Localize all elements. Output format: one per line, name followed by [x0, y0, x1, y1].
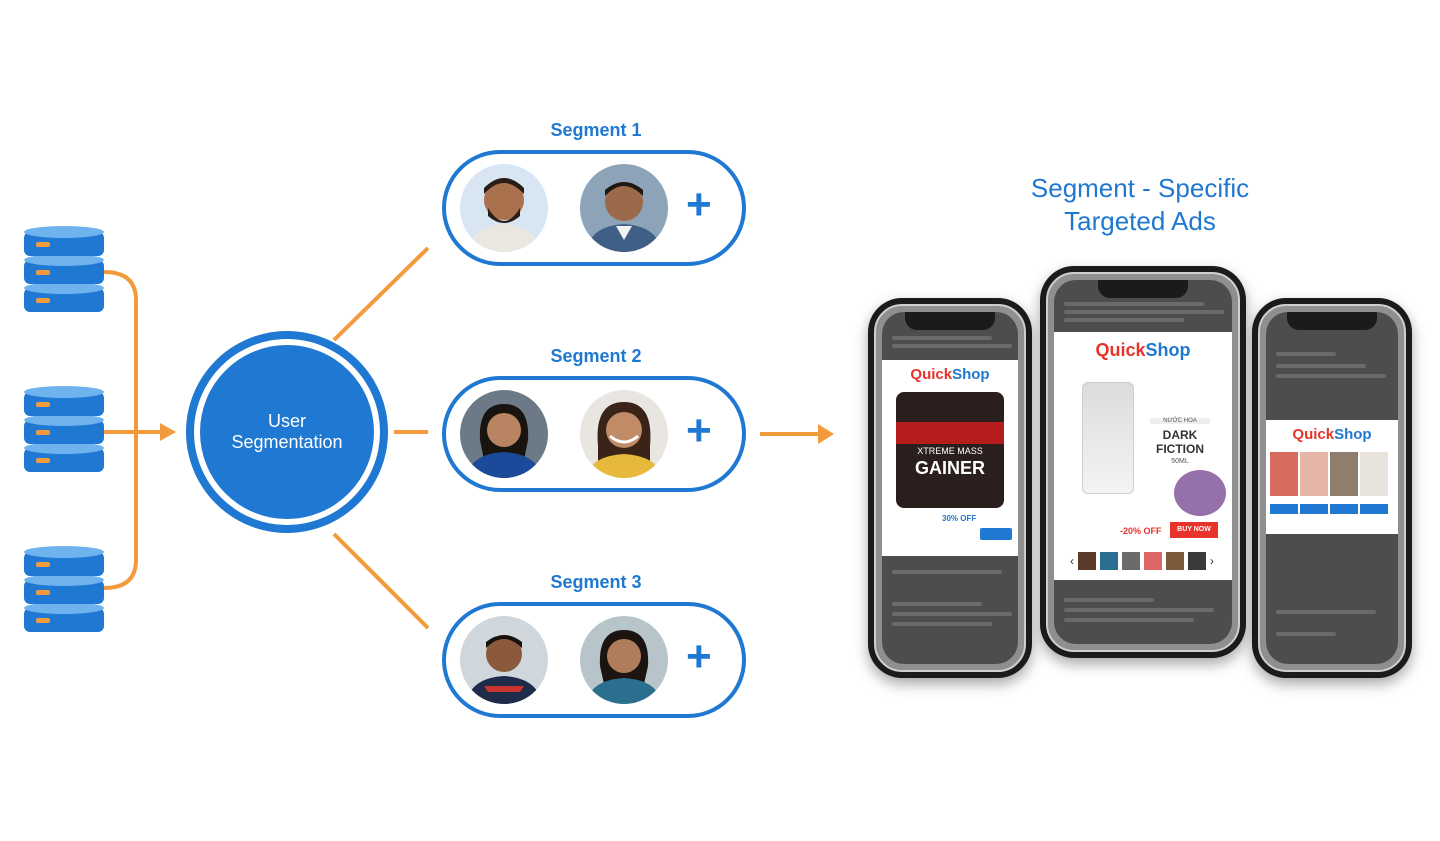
add-user-icon[interactable]: + — [686, 632, 712, 681]
brand-logo: QuickShop — [910, 366, 990, 383]
product-image — [1082, 382, 1134, 494]
database-icon — [24, 386, 104, 472]
brand-logo: QuickShop — [1095, 340, 1191, 360]
segment-1-card: + — [442, 150, 746, 266]
buy-now-button[interactable]: BUY NOW — [1170, 522, 1218, 538]
user-segmentation-node: User Segmentation — [186, 331, 388, 533]
shop-button[interactable] — [980, 528, 1012, 540]
avatar — [580, 616, 668, 704]
segment-2-title: Segment 2 — [550, 346, 642, 366]
segment-3-title: Segment 3 — [550, 572, 642, 592]
thumbnail-strip: ‹ › — [1058, 550, 1226, 572]
phone-left: QuickShop XTREME MASS GAINER 30% OFF — [868, 298, 1032, 678]
phone-center: QuickShop NƯỚC HOA DARK FICTION 50ML -20… — [1040, 266, 1246, 658]
add-user-icon[interactable]: + — [686, 180, 712, 229]
avatar — [580, 164, 668, 252]
avatar — [460, 164, 548, 252]
segment-2-card: + — [442, 376, 746, 492]
avatar — [460, 390, 548, 478]
branch-segment-1 — [332, 246, 430, 342]
user-segmentation-label: User Segmentation — [231, 411, 343, 452]
arrow-to-segmentation-head — [160, 423, 176, 441]
ad-card[interactable]: QuickShop XTREME MASS GAINER 30% OFF — [882, 360, 1018, 556]
arrow-to-ads-head — [818, 424, 834, 444]
product-image: XTREME MASS GAINER — [896, 392, 1004, 508]
targeted-ads-title: Segment - Specific Targeted Ads — [1030, 173, 1250, 236]
phone-right: QuickShop — [1252, 298, 1412, 678]
avatar — [460, 616, 548, 704]
chevron-right-icon[interactable]: › — [1210, 554, 1214, 568]
segment-3-card: + — [442, 602, 746, 718]
ad-card[interactable]: QuickShop NƯỚC HOA DARK FICTION 50ML -20… — [1054, 332, 1232, 580]
branch-segment-3 — [332, 532, 430, 630]
segment-1-title: Segment 1 — [550, 120, 642, 140]
brand-logo: QuickShop — [1292, 426, 1372, 443]
database-icon — [24, 226, 104, 312]
avatar — [580, 390, 668, 478]
chevron-left-icon[interactable]: ‹ — [1070, 554, 1074, 568]
add-user-icon[interactable]: + — [686, 406, 712, 455]
database-icon — [24, 546, 104, 632]
ad-card[interactable]: QuickShop — [1266, 420, 1398, 534]
